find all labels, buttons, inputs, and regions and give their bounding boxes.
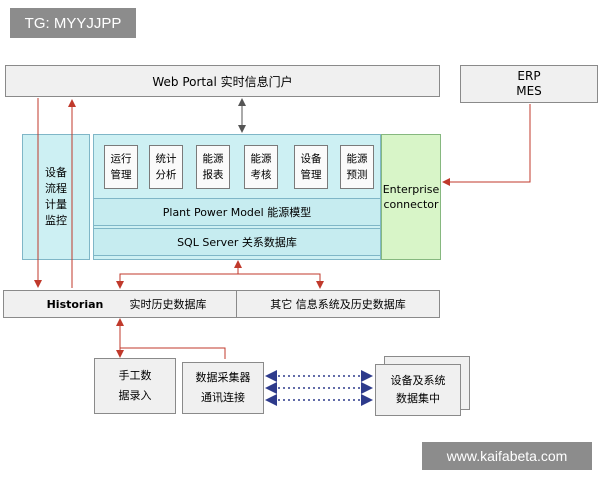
collector-historian-line	[116, 347, 226, 359]
module-energy-report: 能源报表	[196, 145, 230, 189]
mes-label: MES	[516, 84, 542, 98]
module-operation-management: 运行管理	[104, 145, 138, 189]
sql-historian-split	[119, 273, 324, 289]
manual-entry-box: 手工数 据录入	[94, 358, 176, 414]
plant-power-model-bar: Plant Power Model 能源模型	[93, 198, 381, 226]
module-equipment-management: 设备管理	[294, 145, 328, 189]
historian-divider	[236, 290, 237, 318]
data-collector-box: 数据采集器 通讯连接	[182, 362, 264, 414]
historian-label: Historian	[46, 297, 104, 311]
device-collection-box: 设备及系统 数据集中	[375, 364, 461, 416]
historian-bar	[3, 290, 440, 318]
watermark-bottom: www.kaifabeta.com	[422, 442, 592, 470]
other-systems-db-label: 其它 信息系统及历史数据库	[270, 298, 406, 311]
module-statistics-analysis: 统计分析	[149, 145, 183, 189]
web-portal-box: Web Portal 实时信息门户	[5, 65, 440, 97]
enterprise-connector-box: Enterprise connector	[381, 134, 441, 260]
erp-connector-arrow	[442, 104, 531, 186]
sql-server-bar: SQL Server 关系数据库	[93, 228, 381, 256]
equipment-monitor-box: 设备 流程 计量 监控	[22, 134, 90, 260]
erp-label: ERP	[517, 69, 541, 83]
erp-mes-box: ERP MES	[460, 65, 598, 103]
realtime-history-db-label: 实时历史数据库	[129, 298, 207, 311]
sql-historian-split-left	[116, 273, 238, 289]
module-energy-forecast: 能源预测	[340, 145, 374, 189]
watermark-top: TG: MYYJJPP	[10, 8, 136, 38]
module-energy-assessment: 能源考核	[244, 145, 278, 189]
